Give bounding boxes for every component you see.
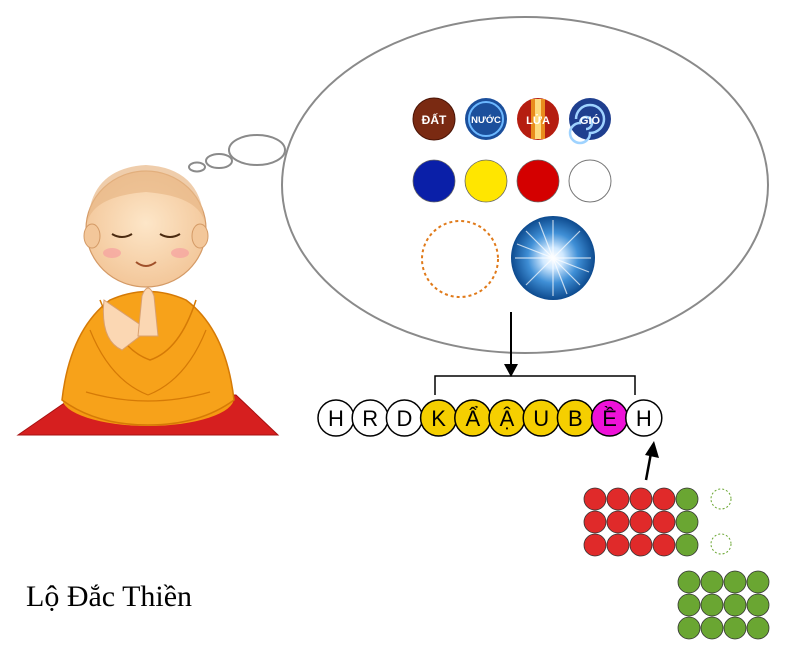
sequence-bracket	[434, 375, 636, 395]
water-label: NƯỚC	[471, 114, 501, 126]
green-dot	[677, 616, 701, 640]
red-dot	[583, 487, 607, 511]
red-dot	[652, 510, 676, 534]
caption-title: Lộ Đắc Thiền	[26, 580, 193, 613]
red-dot	[583, 510, 607, 534]
green-dot	[700, 593, 724, 617]
green-dot	[675, 487, 699, 511]
blue-kasina-circle	[412, 159, 456, 203]
sequence-circle: H	[317, 399, 355, 437]
sequence-circle: Ẩ	[454, 399, 492, 437]
fire-element-icon: LỬA	[517, 98, 559, 140]
sequence-letter: H	[636, 406, 652, 431]
green-dot	[677, 593, 701, 617]
red-dot	[629, 533, 653, 557]
cetasika-dots-upper	[583, 487, 732, 557]
arrow-down	[504, 312, 518, 377]
space-kasina-circle	[421, 220, 499, 298]
sequence-letter: U	[533, 406, 549, 431]
sequence-circle: H	[625, 399, 663, 437]
red-dot	[629, 487, 653, 511]
sequence-letter: Ề	[602, 406, 617, 431]
sequence-letter: K	[431, 406, 446, 431]
red-dot	[606, 510, 630, 534]
earth-label: ĐẤT	[422, 112, 447, 127]
sequence-letter: Ẩ	[465, 406, 480, 431]
sequence-circle: U	[522, 399, 560, 437]
thought-puff-large	[228, 134, 286, 166]
red-dot	[652, 487, 676, 511]
green-dot	[723, 570, 747, 594]
sequence-letter: R	[362, 406, 378, 431]
green-dot	[723, 593, 747, 617]
sequence-circle: Ậ	[488, 399, 526, 437]
sequence-circle: B	[556, 399, 595, 437]
green-dot	[700, 616, 724, 640]
red-dot	[652, 533, 676, 557]
sequence-circle: D	[385, 399, 424, 437]
meditating-monk-illustration	[16, 165, 280, 436]
thought-puff-medium	[205, 153, 233, 169]
green-dot	[746, 570, 770, 594]
yellow-kasina-circle	[464, 159, 508, 203]
green-dot	[746, 593, 770, 617]
green-dot	[677, 570, 701, 594]
green-dot	[746, 616, 770, 640]
red-dot	[606, 487, 630, 511]
sequence-circle: Ề	[590, 399, 629, 437]
red-dot	[583, 533, 607, 557]
arrow-up	[644, 441, 659, 481]
light-kasina-circle	[511, 216, 595, 300]
sequence-letter: B	[568, 406, 583, 431]
green-dot	[675, 510, 699, 534]
sequence-circle: K	[419, 399, 458, 437]
red-dot	[629, 510, 653, 534]
element-icons-row: ĐẤT NƯỚC LỬA GIÓ	[412, 97, 611, 145]
sequence-circle: R	[351, 399, 389, 437]
fire-label: LỬA	[526, 114, 550, 127]
wind-label: GIÓ	[580, 114, 601, 127]
white-kasina-circle	[568, 159, 612, 203]
green-dot	[700, 570, 724, 594]
sequence-letter: Ậ	[500, 406, 515, 431]
sequence-letter: H	[328, 406, 344, 431]
color-circles-row	[412, 159, 612, 203]
cetasika-dots-lower	[677, 570, 770, 640]
sequence-letter: D	[396, 406, 412, 431]
earth-element-icon: ĐẤT	[412, 97, 456, 141]
water-element-icon: NƯỚC	[465, 98, 507, 140]
green-dot	[675, 533, 699, 557]
empty-dot	[710, 533, 732, 555]
red-dot	[606, 533, 630, 557]
thought-puff-small	[188, 161, 206, 173]
green-dot	[723, 616, 747, 640]
wind-element-icon: GIÓ	[568, 98, 611, 145]
red-kasina-circle	[516, 159, 560, 203]
empty-dot	[710, 488, 732, 510]
